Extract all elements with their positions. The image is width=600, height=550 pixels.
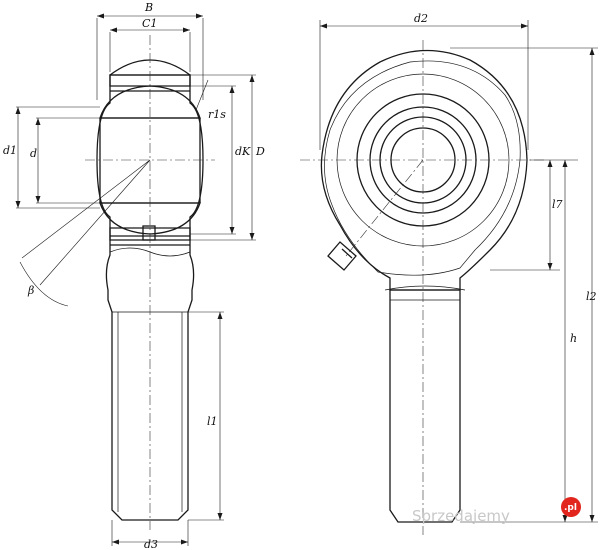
nipple-axis [345, 159, 424, 257]
label-d1: d1 [3, 144, 17, 157]
label-h: h [570, 332, 577, 345]
left-dimensions [15, 13, 256, 546]
label-B: B [144, 1, 153, 14]
label-r1s: r1s [208, 108, 226, 121]
beta-arc [19, 261, 69, 307]
head-inner-line [324, 60, 521, 276]
watermark-text: Sprzedajemy [412, 507, 510, 525]
right-front-view [300, 40, 545, 535]
label-d: d [30, 147, 37, 160]
label-D: D [255, 145, 265, 158]
grease-nipple [327, 241, 357, 271]
beta-angle-lines [21, 159, 151, 286]
watermark-badge: .pl [564, 503, 577, 513]
ball-section-top [99, 85, 201, 119]
left-section-view [19, 35, 215, 530]
label-l1: l1 [207, 415, 218, 428]
watermark: Sprzedajemy .pl [412, 497, 581, 525]
label-l7: l7 [552, 198, 563, 211]
watermark-badge-icon [561, 497, 581, 517]
label-d3: d3 [144, 538, 158, 550]
right-dimensions [319, 20, 598, 523]
label-beta: β [27, 284, 34, 297]
shank-outline [389, 289, 461, 523]
lube-hole [142, 225, 156, 241]
shank-neck [384, 285, 466, 291]
label-d2: d2 [414, 12, 428, 25]
head-outline [320, 49, 528, 291]
label-C1: C1 [142, 17, 157, 30]
label-l2: l2 [586, 290, 597, 303]
label-dK: dK [235, 145, 251, 158]
